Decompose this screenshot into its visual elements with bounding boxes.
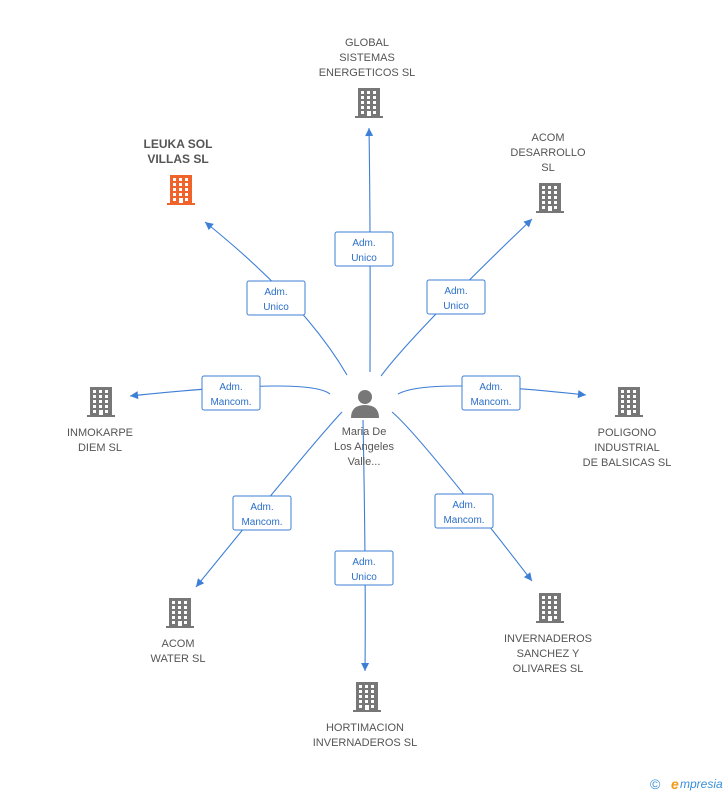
company-label-line: OLIVARES SL [513, 663, 584, 675]
person-icon [351, 390, 379, 418]
role-box-frame [201, 375, 261, 411]
company-label-global[interactable]: GLOBAL SISTEMAS ENERGETICOS SL [319, 37, 416, 79]
role-text: Adm. [352, 238, 375, 249]
arrowhead-leuka [205, 222, 214, 231]
brand-logo-text: mpresia [680, 777, 723, 791]
role-box-hortimacion[interactable]: Adm. Unico [334, 550, 394, 586]
role-box-acom-desarrollo[interactable]: Adm. Unico [426, 279, 486, 315]
company-label-line: SANCHEZ Y [517, 648, 580, 660]
role-box-invernaderos[interactable]: Adm. Mancom. [434, 493, 494, 529]
arrowhead-invernaderos [523, 572, 532, 581]
company-label-line: SL [541, 162, 554, 174]
company-label-line: INVERNADEROS SL [313, 737, 418, 749]
brand-watermark[interactable]: © e mpresia [650, 776, 723, 792]
company-label-line: POLIGONO [598, 427, 657, 439]
company-label-line: GLOBAL [345, 37, 389, 49]
role-text: Adm. [219, 382, 242, 393]
role-box-inmokarpe[interactable]: Adm. Mancom. [201, 375, 261, 411]
role-box-frame [232, 495, 292, 531]
company-label-line: INMOKARPE [67, 427, 133, 439]
building-icon[interactable] [353, 682, 381, 712]
edge-acom-desarrollo [380, 218, 533, 377]
role-text: Adm. [452, 500, 475, 511]
edge-inmokarpe [129, 385, 331, 397]
company-label-line: INVERNADEROS [504, 633, 592, 645]
company-label-poligono[interactable]: POLIGONO INDUSTRIAL DE BALSICAS SL [583, 427, 672, 469]
role-text: Adm. [352, 557, 375, 568]
company-label-inmokarpe[interactable]: INMOKARPE DIEM SL [67, 427, 133, 454]
company-label-invernaderos[interactable]: INVERNADEROS SANCHEZ Y OLIVARES SL [504, 633, 592, 675]
role-text: Adm. [250, 502, 273, 513]
company-label-line: WATER SL [150, 653, 205, 665]
building-icon[interactable] [166, 598, 194, 628]
role-text: Unico [443, 301, 469, 312]
arrowhead-poligono [577, 390, 586, 399]
role-text: Unico [263, 302, 289, 313]
arrowhead-global [365, 128, 374, 137]
company-label-line: ACOM [532, 132, 565, 144]
company-label-acom-desarrollo[interactable]: ACOM DESARROLLO SL [510, 132, 586, 174]
role-text: Adm. [264, 287, 287, 298]
company-label-line: LEUKA SOL [144, 137, 213, 151]
edge-poligono [397, 385, 587, 396]
role-text: Mancom. [210, 397, 251, 408]
company-label-line: ENERGETICOS SL [319, 67, 416, 79]
role-text: Adm. [444, 286, 467, 297]
building-icon-highlight[interactable] [167, 175, 195, 205]
role-box-frame [334, 231, 394, 267]
company-label-line: DESARROLLO [510, 147, 586, 159]
company-label-line: HORTIMACION [326, 722, 404, 734]
role-box-frame [434, 493, 494, 529]
building-icon[interactable] [355, 88, 383, 118]
company-label-line: DIEM SL [78, 442, 122, 454]
company-label-line: ACOM [162, 638, 195, 650]
role-box-frame [461, 375, 521, 411]
center-label-line: Valle... [348, 456, 381, 468]
brand-logo-e: e [671, 776, 679, 792]
edges-layer: Adm.UnicoAdm.UnicoAdm.Mancom.Adm.Mancom.… [129, 127, 587, 672]
role-text: Mancom. [241, 517, 282, 528]
nodes-layer: GLOBAL SISTEMAS ENERGETICOS SL ACOM DESARROL… [67, 37, 671, 749]
building-icon[interactable] [536, 183, 564, 213]
edge-invernaderos [391, 411, 533, 582]
company-label-line: VILLAS SL [147, 152, 208, 166]
arrowhead-acom-water [196, 578, 205, 587]
role-text: Mancom. [470, 397, 511, 408]
building-icon[interactable] [536, 593, 564, 623]
role-box-leuka[interactable]: Adm. Unico [246, 280, 306, 316]
company-label-hortimacion[interactable]: HORTIMACION INVERNADEROS SL [313, 722, 418, 749]
company-label-acom-water[interactable]: ACOM WATER SL [150, 638, 205, 665]
edge-acom-water [195, 411, 343, 588]
role-box-frame [426, 279, 486, 315]
role-box-global[interactable]: Adm. Unico [334, 231, 394, 267]
role-box-acom-water[interactable]: Adm. Mancom. [232, 495, 292, 531]
center-person-node[interactable]: Maria De Los AngelesValle... [334, 390, 394, 468]
role-box-frame [334, 550, 394, 586]
role-text: Mancom. [443, 515, 484, 526]
building-icon[interactable] [615, 387, 643, 417]
role-text: Unico [351, 253, 377, 264]
arrowhead-hortimacion [361, 662, 370, 671]
company-label-line: SISTEMAS [339, 52, 395, 64]
arrowhead-inmokarpe [130, 391, 139, 400]
role-text: Unico [351, 572, 377, 583]
center-label-line: Maria De [342, 426, 387, 438]
company-label-line: INDUSTRIAL [594, 442, 659, 454]
center-label-line: Los Angeles [334, 441, 394, 453]
role-text: Adm. [479, 382, 502, 393]
role-box-frame [246, 280, 306, 316]
building-icon[interactable] [87, 387, 115, 417]
company-label-line: DE BALSICAS SL [583, 457, 672, 469]
role-box-poligono[interactable]: Adm. Mancom. [461, 375, 521, 411]
arrowhead-acom-desarrollo [523, 219, 532, 228]
copyright-symbol: © [650, 776, 661, 792]
